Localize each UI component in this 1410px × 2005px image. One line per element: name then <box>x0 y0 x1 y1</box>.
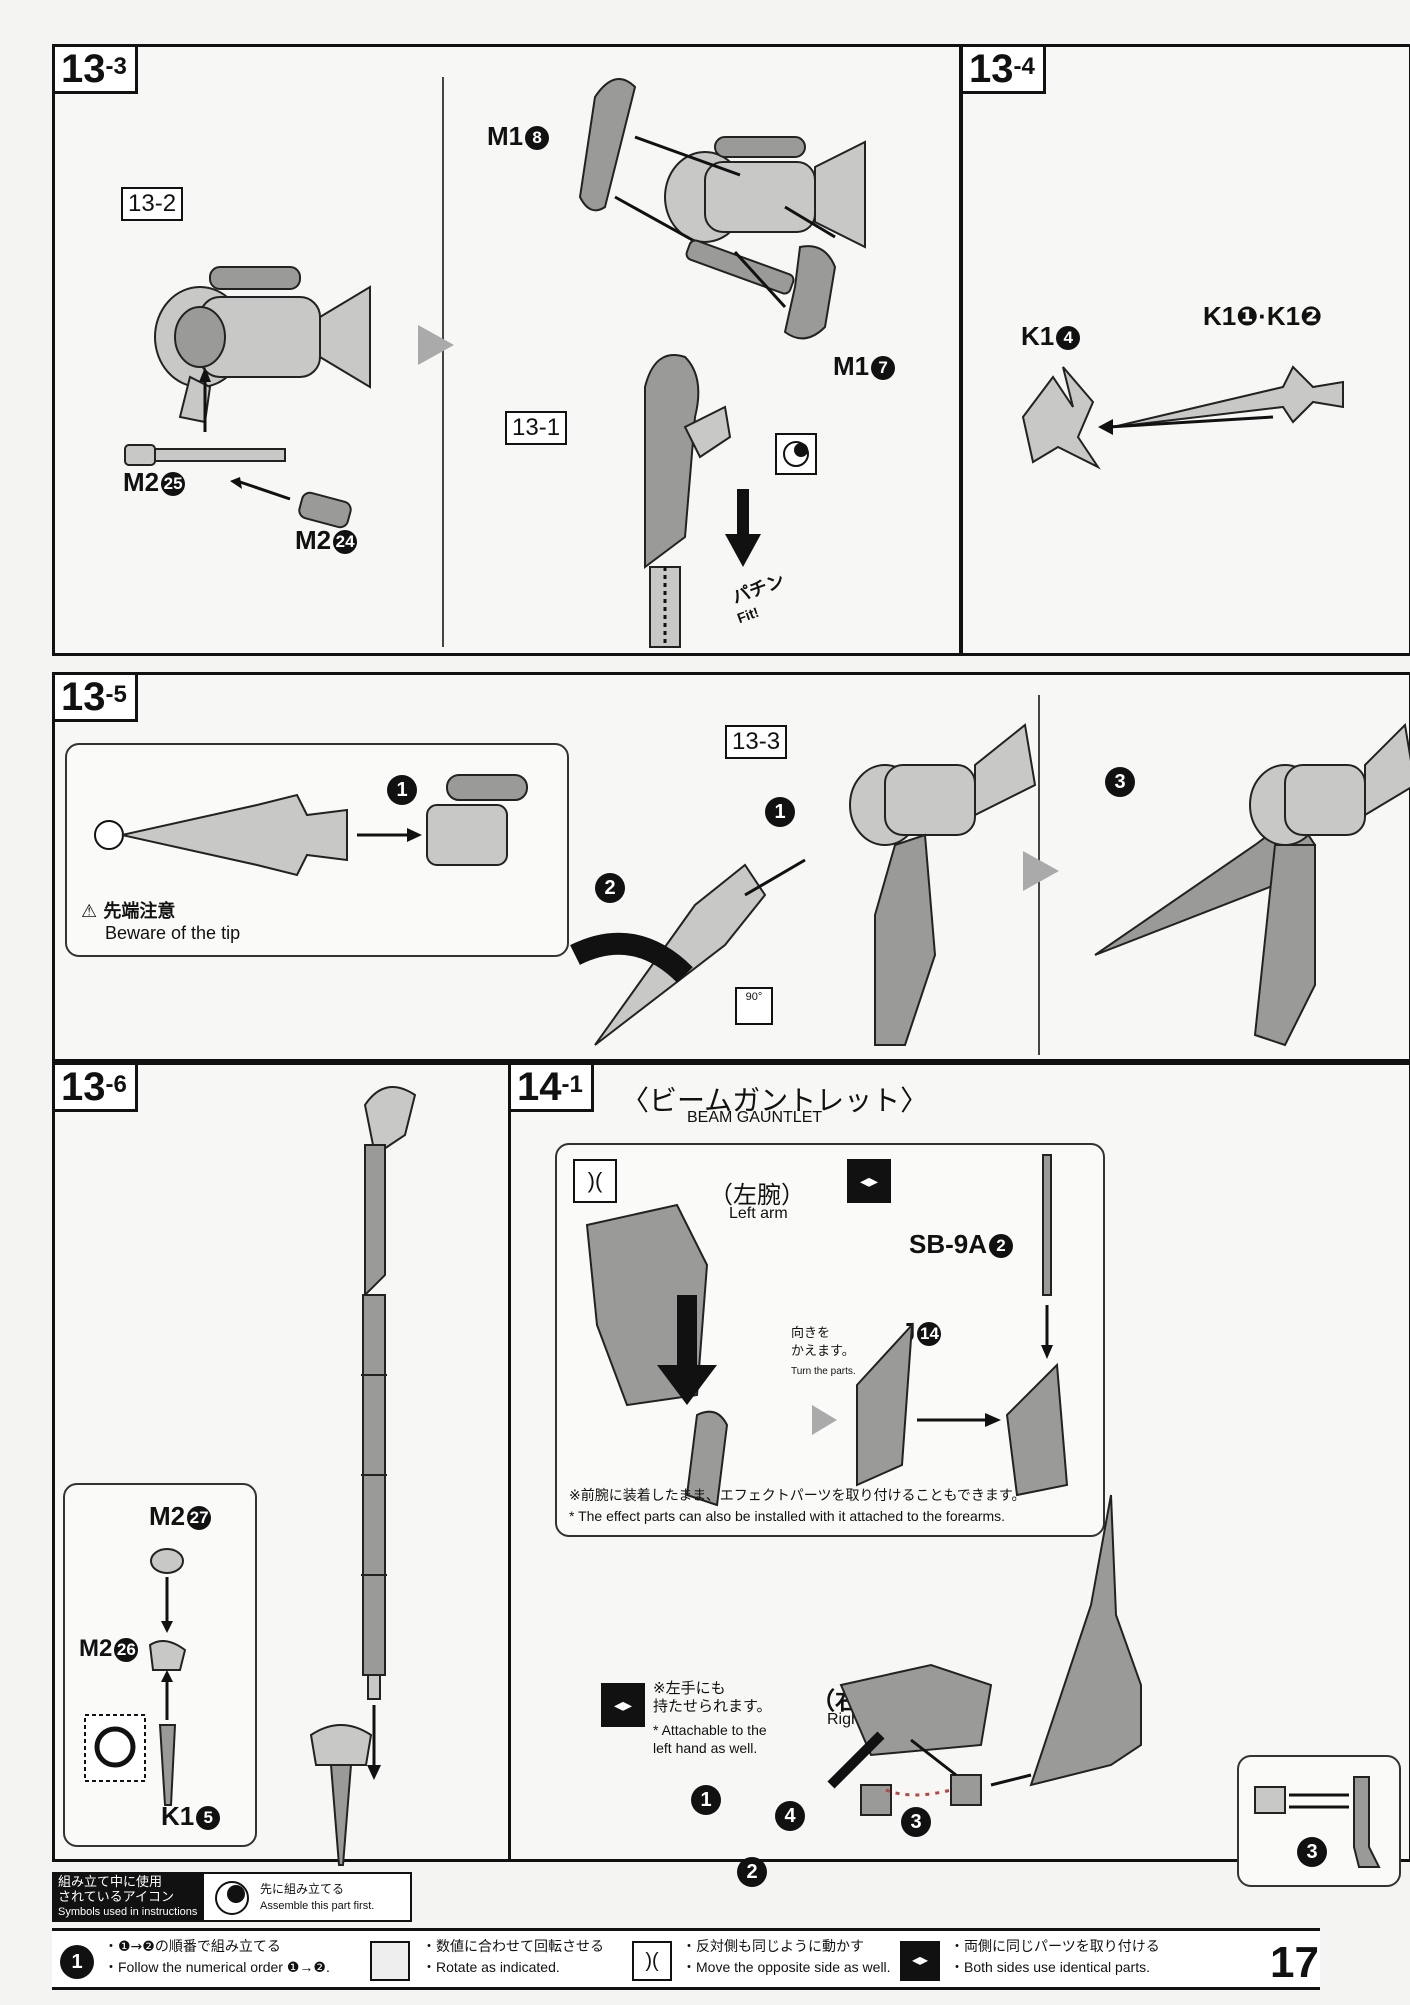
order-marker-2-right: 2 <box>737 1857 767 1887</box>
legend-item-4-en: ・Both sides use identical parts. <box>950 1959 1150 1975</box>
subassembly-ref-13-1: 13-1 <box>505 411 568 445</box>
step-13-5-label: 13-5 <box>52 672 138 722</box>
spike-insertion-drawing <box>570 858 806 1046</box>
left-arm-gauntlet-drawing <box>585 1154 1069 1507</box>
order-marker-2: 2 <box>595 873 625 903</box>
order-marker-3: 3 <box>1105 767 1135 797</box>
end-cap-parts-drawing <box>84 1548 187 1806</box>
left-hand-note-en: * Attachable to the left hand as well. <box>653 1722 767 1756</box>
tip-caution-inset: 1 ⚠ 先端注意 Beware of the tip <box>65 743 569 957</box>
order-marker-1-right: 1 <box>691 1785 721 1815</box>
thruster-with-arms-drawing <box>578 78 866 340</box>
assemble-first-jp: 先に組み立てる <box>260 1882 345 1896</box>
left-hand-note-jp: ※左手にも 持たせられます。 <box>653 1679 772 1715</box>
move-opposite-side-icon: )( <box>573 1159 617 1203</box>
left-arm-en-label: Left arm <box>729 1205 788 1222</box>
legend-item-1-jp: ・❶→❷の順番で組み立てる <box>104 1939 281 1955</box>
spike-tip-assembly-drawing <box>1021 365 1344 470</box>
left-arm-jp-label: （左腕） <box>709 1181 805 1209</box>
left-arm-inset: )( ◂▸ （左腕） Left arm SB-9A2 J14 向きを かえます。… <box>555 1143 1105 1537</box>
step-13-3-label: 13-3 <box>52 44 138 94</box>
step-13-4-label: 13-4 <box>960 44 1046 94</box>
subassembly-ref-13-2: 13-2 <box>121 187 184 221</box>
completed-spear-arm-drawing <box>1094 722 1410 1047</box>
effect-parts-note-jp: ※前腕に装着したまま、エフェクトパーツを取り付けることもできます。 <box>569 1488 1026 1504</box>
hand-attach-drawing <box>1254 1776 1381 1868</box>
right-arm-gauntlet-drawing <box>827 1494 1142 1816</box>
effect-parts-note-en: * The effect parts can also be installed… <box>569 1508 1006 1524</box>
order-marker-1: 1 <box>387 775 417 805</box>
legend-item-2-en: ・Rotate as indicated. <box>422 1959 560 1975</box>
rod-part-drawing <box>124 367 352 529</box>
identical-parts-legend-icon: ◂▸ <box>900 1941 940 1981</box>
both-sides-identical-icon: ◂▸ <box>847 1159 891 1203</box>
spike-tip-drawing <box>94 774 528 877</box>
order-marker-4-right: 4 <box>775 1801 805 1831</box>
order-marker-3-right: 3 <box>901 1807 931 1837</box>
legend-item-2-jp: ・数値に合わせて回転させる <box>422 1939 604 1955</box>
turn-parts-jp: 向きを かえます。 <box>791 1326 855 1359</box>
legend-assemble-first: 先に組み立てる Assemble this part first. <box>202 1872 412 1922</box>
step-13-6-label: 13-6 <box>52 1062 138 1112</box>
press-down-arrow-icon <box>725 489 761 567</box>
step-divider <box>442 77 444 647</box>
subassembly-ref-13-3: 13-3 <box>725 725 788 759</box>
legend-item-4-jp: ・両側に同じパーツを取り付ける <box>950 1939 1160 1955</box>
step-14-1-label: 14-1 <box>508 1062 594 1112</box>
arm-with-thruster-drawing <box>849 723 1037 1046</box>
beam-gauntlet-title-jp: 〈ビームガントレット〉 <box>621 1084 929 1117</box>
assemble-first-en: Assemble this part first. <box>260 1900 375 1912</box>
order-marker-1b: 1 <box>765 797 795 827</box>
legend-item-3-jp: ・反対側も同じように動かす <box>682 1939 864 1955</box>
thruster-assembly-drawing <box>154 266 371 424</box>
legend-item-3-en: ・Move the opposite side as well. <box>682 1959 891 1975</box>
long-staff-drawing <box>361 1086 417 1780</box>
both-sides-identical-icon-right: ◂▸ <box>601 1683 645 1727</box>
legend-footer-bar: 1 ・❶→❷の順番で組み立てる ・Follow the numerical or… <box>52 1928 1320 1990</box>
beam-gauntlet-title-en: BEAM GAUNTLET <box>687 1109 823 1126</box>
assemble-first-legend-icon <box>215 1881 249 1915</box>
hand-attach-inset: 3 <box>1237 1755 1401 1887</box>
step-14-1-panel: 14-1 〈ビームガントレット〉 BEAM GAUNTLET )( ◂▸ （左腕… <box>508 1062 1410 1887</box>
next-stage-arrow-icon-13-5 <box>1023 851 1059 891</box>
rotate-legend-icon <box>370 1941 410 1981</box>
caution-jp-label: ⚠ 先端注意 <box>81 901 176 922</box>
legend-title-jp: 組み立て中に使用 されているアイコン <box>58 1875 174 1905</box>
opposite-side-legend-icon: )( <box>632 1941 672 1981</box>
caution-en-label: Beware of the tip <box>105 923 241 943</box>
legend-symbols-header: 組み立て中に使用 されているアイコン Symbols used in instr… <box>52 1872 202 1922</box>
assemble-first-icon <box>775 433 817 475</box>
turn-parts-en: Turn the parts. <box>791 1366 856 1377</box>
rotate-90-icon: 90° <box>735 987 773 1025</box>
numerical-order-icon: 1 <box>60 1945 94 1979</box>
part-k1-1-2-label: K1❶·K1❷ <box>1203 301 1323 331</box>
order-marker-3-inset: 3 <box>1297 1837 1327 1867</box>
legend-item-1-en: ・Follow the numerical order ❶→❷. <box>104 1959 330 1975</box>
legend-title-en: Symbols used in instructions <box>58 1906 198 1918</box>
next-stage-arrow-icon <box>418 325 454 365</box>
step-13-5-panel: 13-5 1 ⚠ 先端注意 Beware of the tip 13-3 1 2… <box>52 672 1410 1062</box>
staff-end-drawing <box>309 1724 373 1866</box>
page-number: 17 <box>1270 1938 1319 1987</box>
frame-part-13-1-drawing <box>644 354 732 648</box>
